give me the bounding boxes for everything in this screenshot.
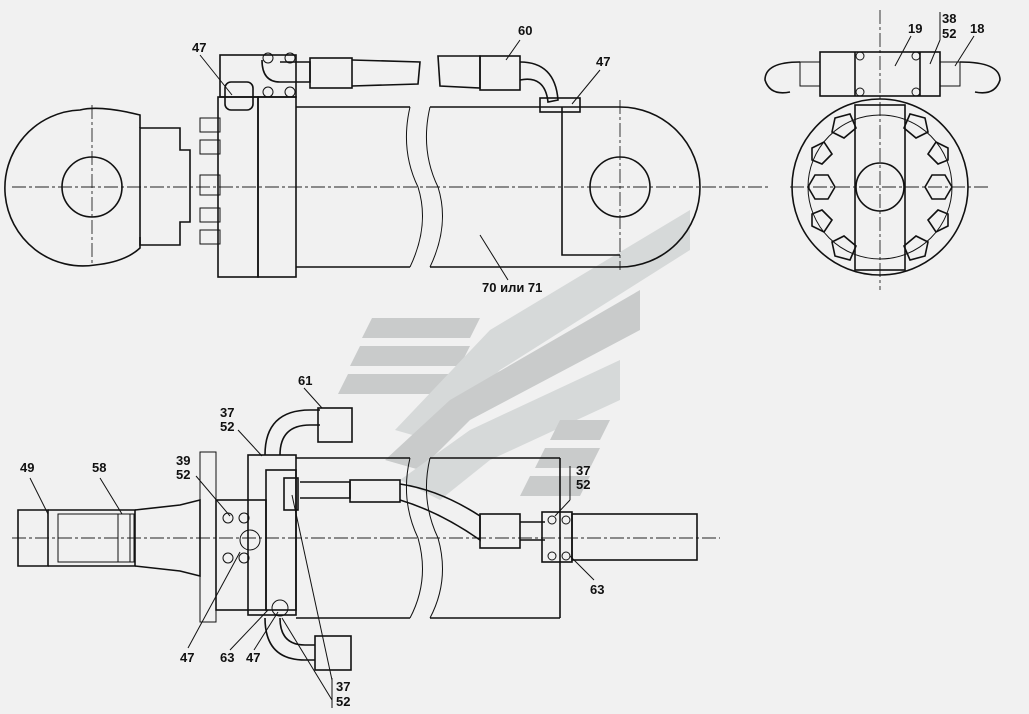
callout-labels: 47 60 47 70 или 71 19 38 52 18 61 37 52 … (20, 11, 984, 709)
label-19: 19 (908, 21, 922, 36)
label-37-c: 37 (336, 679, 350, 694)
label-60: 60 (518, 23, 532, 38)
label-52-d: 52 (336, 694, 350, 709)
label-37-b: 37 (576, 463, 590, 478)
label-52-a: 52 (220, 419, 234, 434)
label-47-top-left: 47 (192, 40, 206, 55)
label-52-b: 52 (176, 467, 190, 482)
label-58: 58 (92, 460, 106, 475)
label-47-bottom-left: 47 (180, 650, 194, 665)
leader-lines (29, 12, 975, 708)
label-37-a: 37 (220, 405, 234, 420)
label-63-right: 63 (590, 582, 604, 597)
label-70-71: 70 или 71 (482, 280, 542, 295)
label-47-bottom-mid: 47 (246, 650, 260, 665)
label-52-side: 52 (942, 26, 956, 41)
label-61: 61 (298, 373, 312, 388)
label-52-c: 52 (576, 477, 590, 492)
bottom-view-cylinder (12, 407, 720, 671)
top-view-cylinder (4, 52, 770, 278)
label-39: 39 (176, 453, 190, 468)
label-18: 18 (970, 21, 984, 36)
label-49: 49 (20, 460, 34, 475)
watermark-logo (338, 210, 690, 500)
label-63-bottom-left: 63 (220, 650, 234, 665)
label-38: 38 (942, 11, 956, 26)
end-view (764, 10, 1001, 290)
label-47-top-right: 47 (596, 54, 610, 69)
